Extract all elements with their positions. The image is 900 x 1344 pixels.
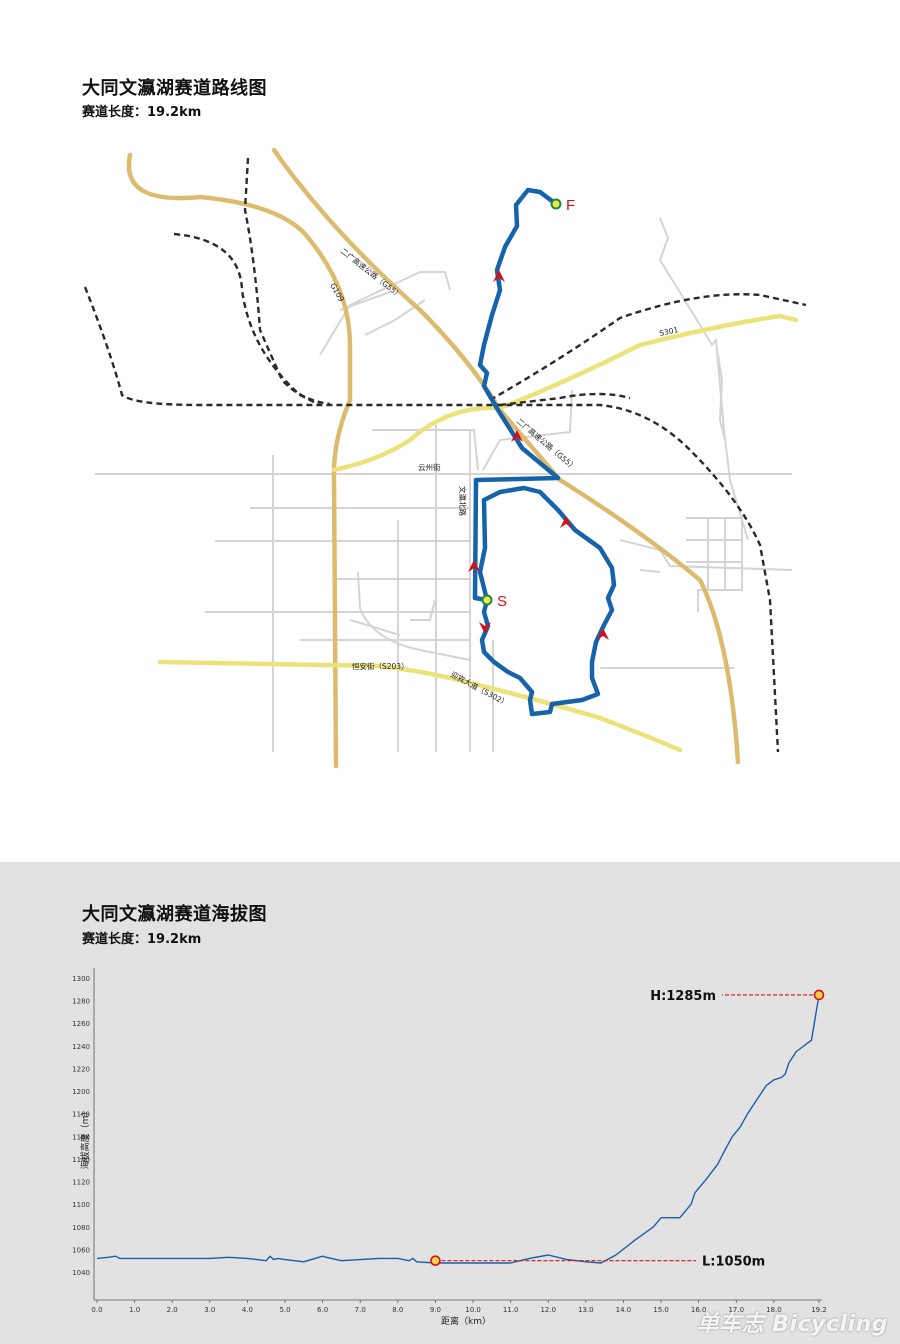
y-tick-label: 1120	[72, 1179, 90, 1187]
route-map-section: 大同文瀛湖赛道路线图 赛道长度：19.2km	[82, 78, 807, 769]
x-tick-label: 0.0	[91, 1306, 102, 1314]
x-tick-label: 8.0	[392, 1306, 403, 1314]
x-tick-label: 18.0	[766, 1306, 782, 1314]
x-tick-label: 1.0	[129, 1306, 140, 1314]
y-tick-label: 1160	[72, 1133, 90, 1141]
street-network	[95, 217, 793, 752]
y-tick-label: 1040	[72, 1269, 90, 1277]
railways	[83, 157, 807, 753]
x-axis: 0.0 1.0 2.0 3.0 4.0 5.0 6.0 7.0 8.0 9.0 10.0 11.0 12…	[91, 1300, 827, 1314]
x-axis-label: 距离（km）	[441, 1315, 491, 1327]
y-tick-label: 1260	[72, 1020, 90, 1028]
high-point-marker	[813, 989, 825, 1001]
bicycling-watermark: 单车志 Bicycling	[696, 1312, 888, 1337]
start-marker-label: S	[497, 593, 507, 610]
elevation-length-label: 赛道长度：19.2km	[82, 932, 202, 947]
map-length-label: 赛道长度：19.2km	[82, 105, 202, 120]
low-point-label: L:1050m	[702, 1255, 765, 1270]
hengan-s203-road	[157, 659, 683, 753]
arrow-down-1	[479, 622, 491, 634]
x-tick-label: 13.0	[578, 1306, 594, 1314]
route-map: 二广高速公路（G55） G109 S301 二广高速公路（G55） 云州街 文瀛…	[83, 147, 807, 769]
y-tick-label: 1300	[72, 975, 90, 983]
y-tick-label: 1180	[72, 1111, 90, 1119]
direction-arrows	[468, 270, 609, 640]
y-tick-label: 1060	[72, 1246, 90, 1254]
arrow-up-1	[493, 270, 505, 282]
arrow-up-4	[597, 628, 609, 640]
wenying-north-road-label: 文瀛北路	[458, 486, 468, 516]
x-tick-label: 9.0	[430, 1306, 441, 1314]
elevation-chart: 1040 1060 1080 1100 1120 1140 1160 1180 1200 1220…	[72, 968, 827, 1327]
elevation-title: 大同文瀛湖赛道海拔图	[82, 904, 267, 925]
elevation-series-line	[96, 994, 820, 1264]
y-tick-label: 1100	[72, 1201, 90, 1209]
y-tick-label: 1200	[72, 1088, 90, 1096]
arrow-up-2	[511, 430, 523, 442]
y-axis-label: 海拔高度（m）	[79, 1107, 91, 1170]
x-tick-label: 15.0	[653, 1306, 669, 1314]
x-tick-label: 12.0	[540, 1306, 556, 1314]
hengan-street-label: 恒安街（S203）	[352, 661, 409, 671]
high-point-label: H:1285m	[650, 989, 716, 1004]
x-tick-label: 14.0	[616, 1306, 632, 1314]
y-tick-label: 1240	[72, 1043, 90, 1051]
g109-highway	[126, 152, 353, 769]
start-marker	[481, 594, 493, 606]
s301-label: S301	[659, 325, 680, 338]
x-tick-label: 11.0	[503, 1306, 519, 1314]
map-title: 大同文瀛湖赛道路线图	[82, 78, 267, 99]
y-tick-label: 1220	[72, 1065, 90, 1073]
x-tick-label: 16.0	[691, 1306, 707, 1314]
x-tick-label: 4.0	[242, 1306, 253, 1314]
arrow-up-5	[560, 516, 572, 528]
x-tick-label: 3.0	[204, 1306, 215, 1314]
y-tick-label: 1140	[72, 1156, 90, 1164]
x-tick-label: 17.0	[728, 1306, 744, 1314]
yingbin-avenue-label: 迎宾大道（S302）	[449, 669, 510, 708]
g55-north-label: 二广高速公路（G55）	[339, 246, 405, 300]
x-tick-label: 6.0	[317, 1306, 328, 1314]
yunzhou-street-label: 云州街	[418, 462, 441, 472]
finish-marker	[550, 198, 562, 210]
x-tick-label: 7.0	[355, 1306, 366, 1314]
low-point-marker	[430, 1255, 441, 1266]
finish-marker-label: F	[566, 197, 575, 214]
y-tick-label: 1280	[72, 998, 90, 1006]
g109-label: G109	[328, 282, 346, 304]
y-tick-label: 1080	[72, 1224, 90, 1232]
x-tick-label: 5.0	[279, 1306, 290, 1314]
race-route	[472, 187, 617, 717]
expressways	[126, 147, 741, 769]
x-tick-label: 10.0	[465, 1306, 481, 1314]
x-tick-label: 2.0	[167, 1306, 178, 1314]
g55-expressway	[271, 147, 741, 765]
arrow-up-3	[468, 560, 480, 572]
y-axis: 1040 1060 1080 1100 1120 1140 1160 1180 1200 1220…	[72, 975, 90, 1277]
x-tick-label: 19.2	[811, 1306, 827, 1314]
